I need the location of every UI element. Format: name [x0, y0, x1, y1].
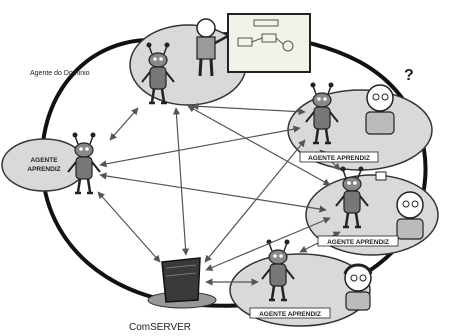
learner-agent-left-label-line2: APRENDIZ: [27, 166, 60, 173]
learner-agent-left-label-line1: AGENTE: [30, 157, 58, 164]
learner-agent-3-label: AGENTE APRENDIZ: [259, 311, 321, 318]
domain-agent-label: Agente do Dominio: [30, 70, 90, 77]
learner-agent-2-label: AGENTE APRENDIZ: [327, 239, 389, 246]
learner-agent-left-label: AGENTE APRENDIZ: [27, 157, 60, 173]
server-tower-icon: [147, 257, 217, 309]
whiteboard-icon: [227, 13, 311, 73]
girl-person-icon: [343, 263, 373, 311]
reader-person-icon: [396, 191, 424, 240]
domain-expert-person-icon: [196, 18, 229, 77]
learner-agent-1-label: AGENTE APRENDIZ: [308, 155, 370, 162]
speech-bubble-icon: [375, 171, 387, 181]
server-label: ComSERVER: [129, 322, 191, 333]
question-mark: ?: [404, 67, 414, 84]
student-person-icon: [365, 84, 395, 135]
